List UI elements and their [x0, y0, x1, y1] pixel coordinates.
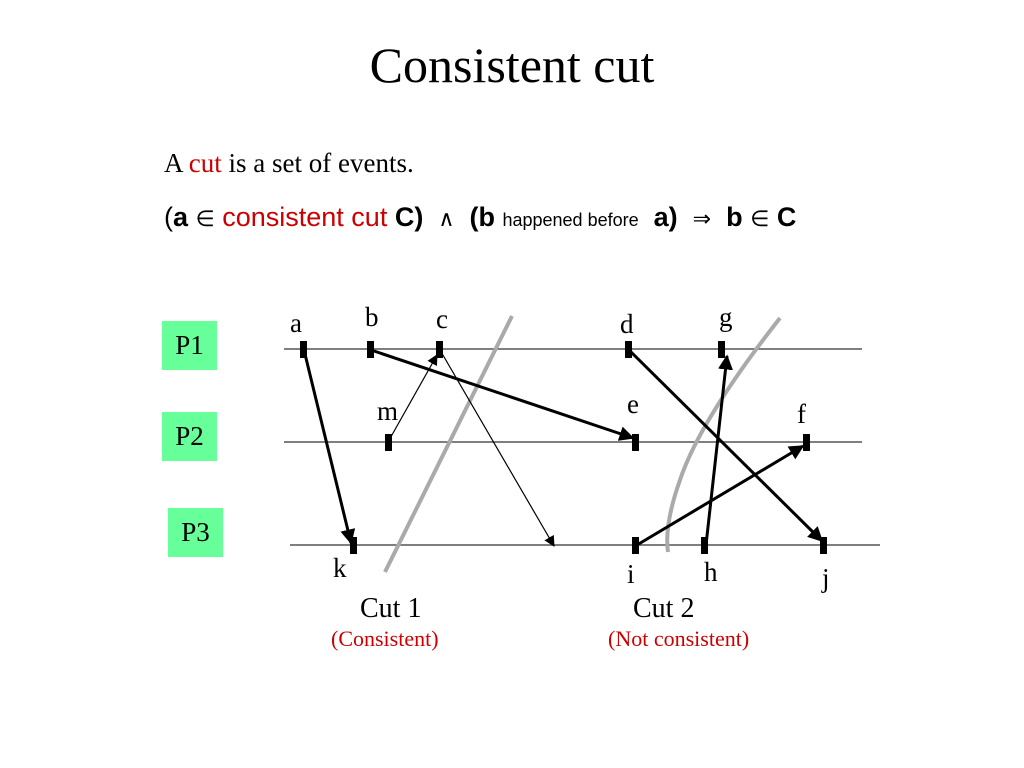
- event-marker-d: [625, 341, 632, 358]
- event-label-m: m: [377, 396, 398, 426]
- event-marker-m: [385, 434, 392, 451]
- cut-1-line: [383, 315, 514, 573]
- message-d-to-j: [627, 348, 824, 543]
- message-b-to-e: [370, 348, 635, 441]
- slide-title: Consistent cut: [369, 37, 655, 93]
- event-label-f: f: [797, 399, 806, 429]
- event-label-a: a: [290, 308, 302, 338]
- definition-line: A cut is a set of events.: [164, 148, 414, 179]
- implies-symbol: ⇒: [692, 207, 712, 232]
- event-label-c: c: [436, 304, 448, 334]
- event-label-d: d: [620, 309, 634, 339]
- formula-b: b: [726, 202, 743, 232]
- cut-1-label: Cut 1: [360, 593, 421, 624]
- event-marker-j: [820, 537, 827, 554]
- formula-a: a: [173, 202, 189, 232]
- process-box-p3: P3: [168, 508, 223, 557]
- message-i-to-f: [636, 444, 805, 547]
- message-c-to-p3: [439, 349, 555, 547]
- cut-1-status: (Consistent): [331, 626, 439, 651]
- event-label-g: g: [719, 302, 733, 332]
- element-of-symbol: ∈: [195, 207, 215, 232]
- event-marker-b: [367, 341, 374, 358]
- formula-b-open: (b: [469, 202, 495, 232]
- definition-highlight: cut: [188, 148, 222, 178]
- formula-line: (a ∈ consistent cut C) ∧ (b happened bef…: [164, 202, 796, 233]
- event-label-k: k: [333, 553, 347, 583]
- cut-2-status: (Not consistent): [608, 626, 749, 651]
- event-marker-g: [718, 341, 725, 358]
- event-marker-f: [803, 434, 810, 451]
- event-marker-c: [436, 341, 443, 358]
- formula-happened-before: happened before: [502, 210, 639, 230]
- element-of-symbol-2: ∈: [750, 207, 770, 232]
- formula-c: C: [776, 202, 797, 232]
- event-label-e: e: [627, 389, 639, 419]
- logical-and-symbol: ∧: [438, 207, 455, 232]
- formula-c-close: C): [394, 202, 424, 232]
- message-m-to-c: [387, 354, 438, 443]
- process-box-p2: P2: [162, 412, 217, 461]
- event-label-b: b: [365, 302, 379, 332]
- event-marker-k: [350, 537, 357, 554]
- definition-suffix: is a set of events.: [228, 148, 414, 178]
- event-label-j: j: [821, 563, 830, 593]
- formula-a-close: a): [653, 202, 678, 232]
- process-box-p1: P1: [162, 321, 217, 370]
- event-marker-i: [632, 537, 639, 554]
- definition-prefix: A: [164, 148, 183, 178]
- event-label-i: i: [627, 559, 635, 589]
- event-marker-e: [632, 434, 639, 451]
- message-h-to-g: [704, 354, 733, 546]
- cut-2-label: Cut 2: [633, 593, 694, 624]
- event-marker-a: [300, 341, 307, 358]
- event-marker-h: [701, 537, 708, 554]
- formula-open-paren: (: [164, 202, 173, 232]
- message-a-to-k: [302, 349, 356, 545]
- event-label-h: h: [704, 557, 718, 587]
- formula-consistent-cut: consistent cut: [222, 202, 388, 232]
